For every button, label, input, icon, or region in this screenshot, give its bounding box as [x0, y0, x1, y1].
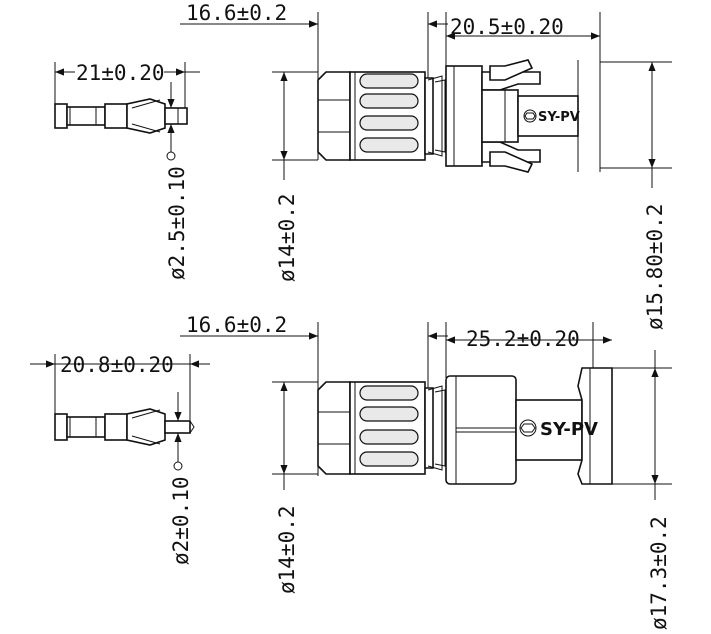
top-thread: [424, 75, 446, 157]
top-body: SY-PV: [445, 59, 601, 173]
top-pin-diameter-label: ø2.5±0.10: [165, 166, 189, 280]
bottom-body-diameter-dimension: [612, 350, 672, 500]
bottom-body: SY-PV: [445, 367, 613, 485]
bottom-body-length-dimension: 25.2±0.20: [445, 322, 612, 378]
bottom-nut-length-label: 16.6±0.2: [186, 313, 287, 337]
bottom-brand-label: SY-PV: [540, 419, 598, 440]
top-nut-diameter-dimension: [272, 71, 318, 180]
top-contact-pin: [54, 82, 188, 161]
top-pin-length-label: 21±0.20: [76, 61, 165, 85]
bottom-nut-diameter-label: ø14±0.2: [275, 505, 299, 594]
top-body-diameter-label: ø15.80±0.2: [643, 204, 667, 330]
top-body-length-label: 20.5±0.20: [450, 15, 564, 39]
bottom-nut: [317, 381, 426, 475]
bottom-body-length-label: 25.2±0.20: [466, 327, 580, 351]
bottom-contact-pin: [54, 392, 195, 471]
bottom-pin-diameter-label: ø2±0.10: [169, 476, 193, 565]
bottom-pin-length-label: 20.8±0.20: [60, 353, 174, 377]
top-nut: [317, 71, 426, 161]
bottom-nut-diameter-dimension: [272, 381, 318, 490]
top-brand-label: SY-PV: [538, 110, 580, 125]
top-body-length-dimension: 20.5±0.20: [445, 12, 601, 68]
bottom-body-diameter-label: ø17.3±0.2: [647, 516, 671, 630]
bottom-connector-assembly: 20.8±0.20 ø2±0.10 16.6±0.2: [30, 313, 672, 630]
top-nut-diameter-label: ø14±0.2: [275, 193, 299, 282]
hex-logo-icon: [519, 419, 537, 437]
top-pin-length-dimension: 21±0.20: [54, 61, 200, 128]
bottom-pin-length-dimension: 20.8±0.20: [30, 353, 210, 440]
top-connector-assembly: 21±0.20 ø2.5±0.10 16.6±0.2: [54, 1, 672, 330]
bottom-thread: [424, 385, 446, 471]
top-body-diameter-dimension: [600, 61, 672, 188]
hex-logo-icon: [523, 109, 537, 123]
bottom-nut-length-dimension: 16.6±0.2: [180, 313, 448, 476]
top-nut-length-label: 16.6±0.2: [186, 1, 287, 25]
